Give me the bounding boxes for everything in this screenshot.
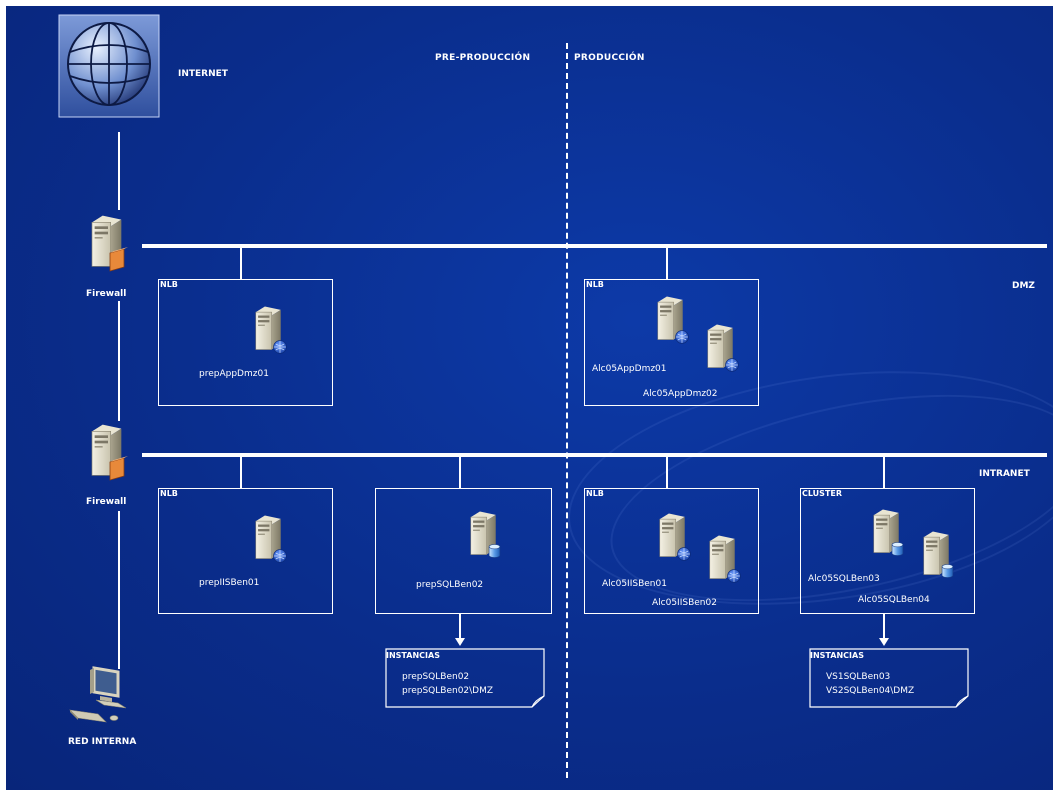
drop-prod-sql (883, 456, 885, 489)
drop-pre-dmz (240, 247, 242, 280)
drop-pre-iis (240, 456, 242, 489)
server-icon (703, 531, 743, 587)
instance-name: prepSQLBen02\DMZ (402, 686, 494, 696)
server-name: Alc05SQLBen03 (808, 574, 880, 584)
instances-title: INSTANCIAS (386, 651, 440, 660)
drop-pre-sql (459, 456, 461, 489)
link-internet-firewall (118, 132, 120, 210)
pre-sql-group: prepSQLBen02 (375, 488, 552, 614)
server-icon (651, 292, 691, 348)
database-server-icon (464, 507, 504, 563)
pre-dmz-group: NLB prepAppDmz01 (158, 279, 333, 406)
group-type-label: NLB (586, 280, 604, 289)
prod-instances-note: INSTANCIAS VS1SQLBen03 VS2SQLBen04\DMZ (809, 648, 969, 708)
network-diagram: INTERNET PRE-PRODUCCIÓN PRODUCCIÓN Firew… (6, 6, 1053, 790)
link-firewall-firewall (118, 301, 120, 421)
instance-name: VS1SQLBen03 (826, 672, 891, 682)
firewall-top-icon (84, 211, 132, 277)
server-name: Alc05AppDmz02 (643, 389, 718, 399)
server-name: Alc05IISBen02 (652, 598, 717, 608)
server-name: prepSQLBen02 (416, 580, 484, 590)
group-type-label: CLUSTER (802, 489, 843, 498)
arrow-down-icon (455, 638, 465, 646)
arrow-down-icon (879, 638, 889, 646)
prod-iis-group: NLB Alc05IISBen01 Alc05IISBen02 (584, 488, 759, 614)
pre-iis-group: NLB prepIISBen01 (158, 488, 333, 614)
zone-divider (566, 43, 568, 778)
prod-sql-cluster-group: CLUSTER Alc05SQLBen03 Alc05SQLBen04 (800, 488, 975, 614)
server-name: prepIISBen01 (199, 578, 260, 588)
zone-pre-production-label: PRE-PRODUCCIÓN (435, 53, 531, 63)
server-name: prepAppDmz01 (199, 369, 269, 379)
link-pre-sql-instances (459, 614, 461, 639)
intranet-label: INTRANET (979, 469, 1030, 479)
server-icon (653, 509, 693, 565)
intranet-network-bus (142, 453, 1047, 457)
dmz-network-bus (142, 244, 1047, 248)
firewall-top-label: Firewall (86, 289, 127, 299)
dmz-label: DMZ (1012, 281, 1035, 291)
link-prod-sql-instances (883, 614, 885, 639)
database-server-icon (867, 505, 907, 561)
drop-prod-iis (666, 456, 668, 489)
server-name: Alc05IISBen01 (602, 579, 667, 589)
server-icon (249, 302, 289, 358)
group-type-label: NLB (586, 489, 604, 498)
instance-name: prepSQLBen02 (402, 672, 470, 682)
prod-dmz-group: NLB Alc05AppDmz01 Alc05AppDmz02 (584, 279, 759, 406)
server-name: Alc05SQLBen04 (858, 595, 930, 605)
workstation-icon (66, 666, 136, 728)
internet-globe-icon (58, 14, 160, 118)
zone-production-label: PRODUCCIÓN (574, 53, 645, 63)
internet-label: INTERNET (178, 69, 228, 79)
instances-title: INSTANCIAS (810, 651, 864, 660)
link-firewall-internal (118, 511, 120, 669)
server-name: Alc05AppDmz01 (592, 364, 667, 374)
firewall-bottom-icon (84, 420, 132, 486)
pre-instances-note: INSTANCIAS prepSQLBen02 prepSQLBen02\DMZ (385, 648, 545, 708)
group-type-label: NLB (160, 280, 178, 289)
instance-name: VS2SQLBen04\DMZ (826, 686, 915, 696)
database-server-icon (917, 527, 957, 583)
server-icon (249, 511, 289, 567)
firewall-bottom-label: Firewall (86, 497, 127, 507)
drop-prod-dmz (666, 247, 668, 280)
internal-network-label: RED INTERNA (68, 737, 137, 747)
server-icon (701, 320, 741, 376)
group-type-label: NLB (160, 489, 178, 498)
